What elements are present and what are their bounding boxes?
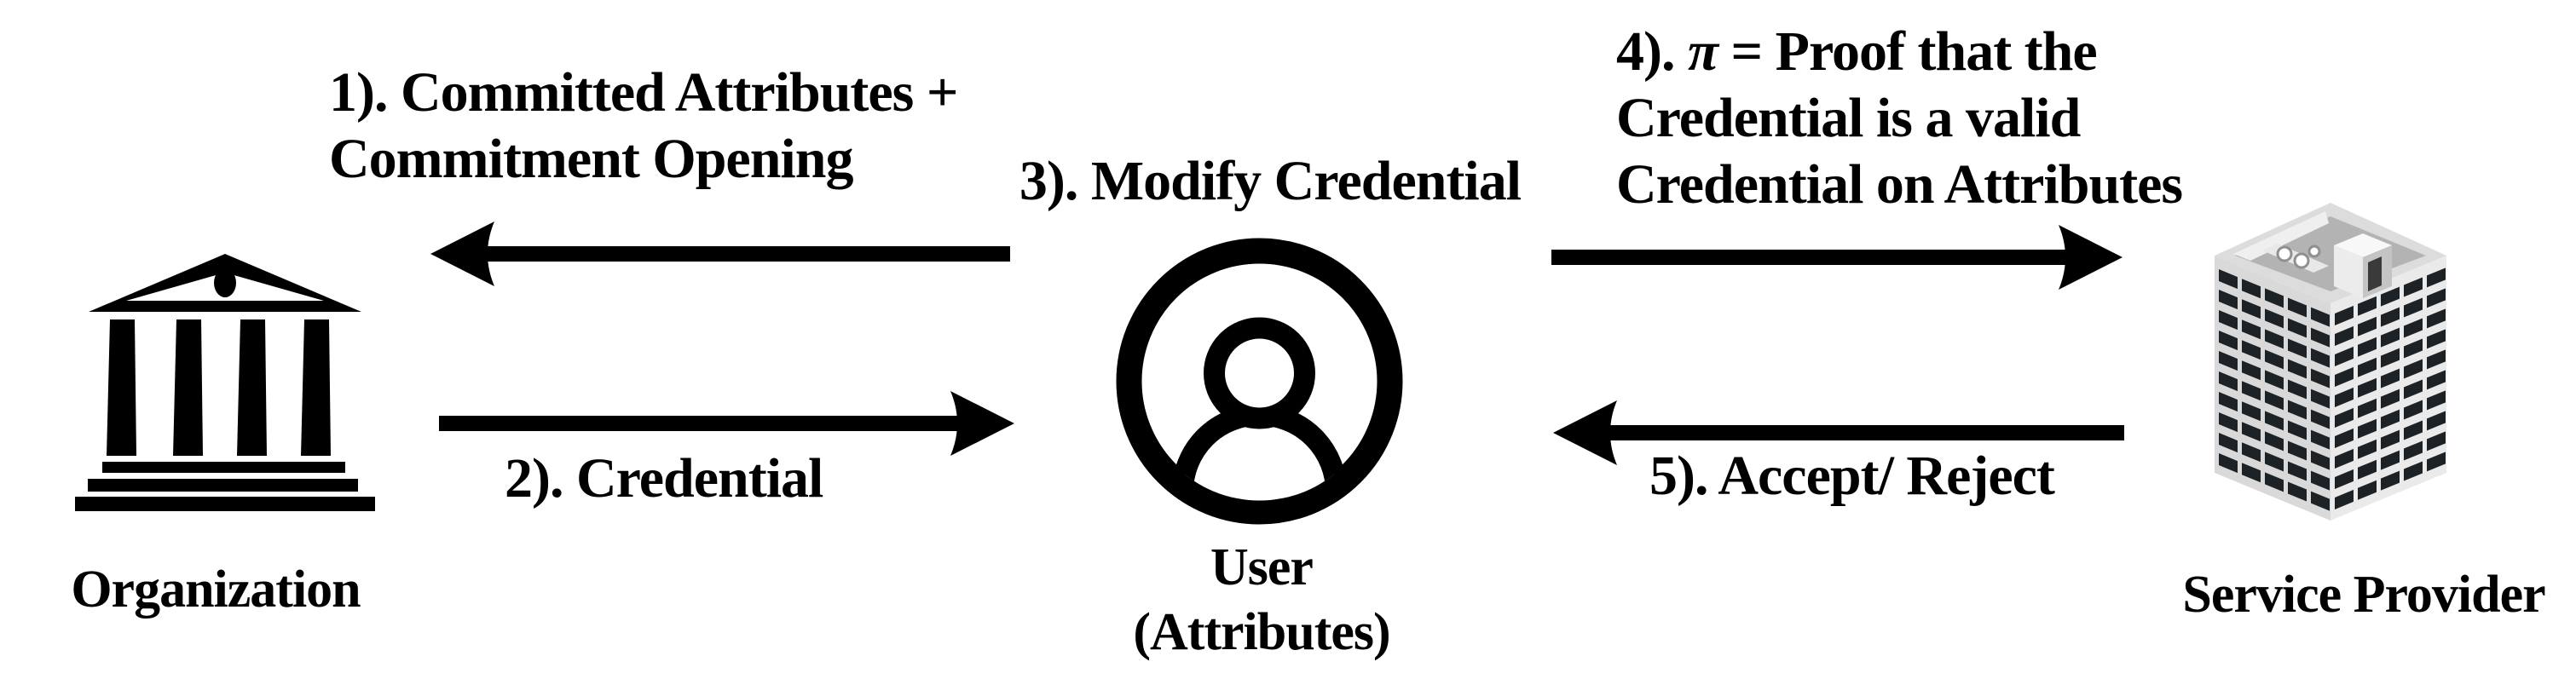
service-provider-label: Service Provider xyxy=(2182,566,2545,624)
arrow-step4-right xyxy=(1551,225,2123,290)
step1-message: 1). Committed Attributes + Commitment Op… xyxy=(329,60,958,193)
step4-line3: Credential on Attributes xyxy=(1616,153,2183,216)
step2-message: 2). Credential xyxy=(505,447,823,509)
step4-line1: 4). π = Proof that the xyxy=(1616,20,2098,83)
user-label-line2: (Attributes) xyxy=(1133,603,1390,661)
arrow-step1-left xyxy=(430,222,1010,286)
step4-message: 4). π = Proof that the Credential is a v… xyxy=(1616,19,2183,218)
person-icon xyxy=(1116,238,1403,525)
step3-message: 3). Modify Credential xyxy=(1019,150,1522,212)
step1-line2: Commitment Opening xyxy=(329,128,853,190)
step4-line2: Credential is a valid xyxy=(1616,87,2081,149)
step1-line1: 1). Committed Attributes + xyxy=(329,61,958,124)
arrow-step2-right xyxy=(439,391,1014,456)
user-label-line1: User xyxy=(1210,538,1314,596)
pi-symbol: π xyxy=(1687,20,1718,83)
organization-label: Organization xyxy=(71,561,361,619)
bank-icon xyxy=(75,254,375,511)
arrow-step5-left xyxy=(1553,400,2124,465)
step5-message: 5). Accept/ Reject xyxy=(1649,445,2055,507)
office-building-icon xyxy=(2215,203,2446,523)
user-label: User (Attributes) xyxy=(1091,535,1432,665)
